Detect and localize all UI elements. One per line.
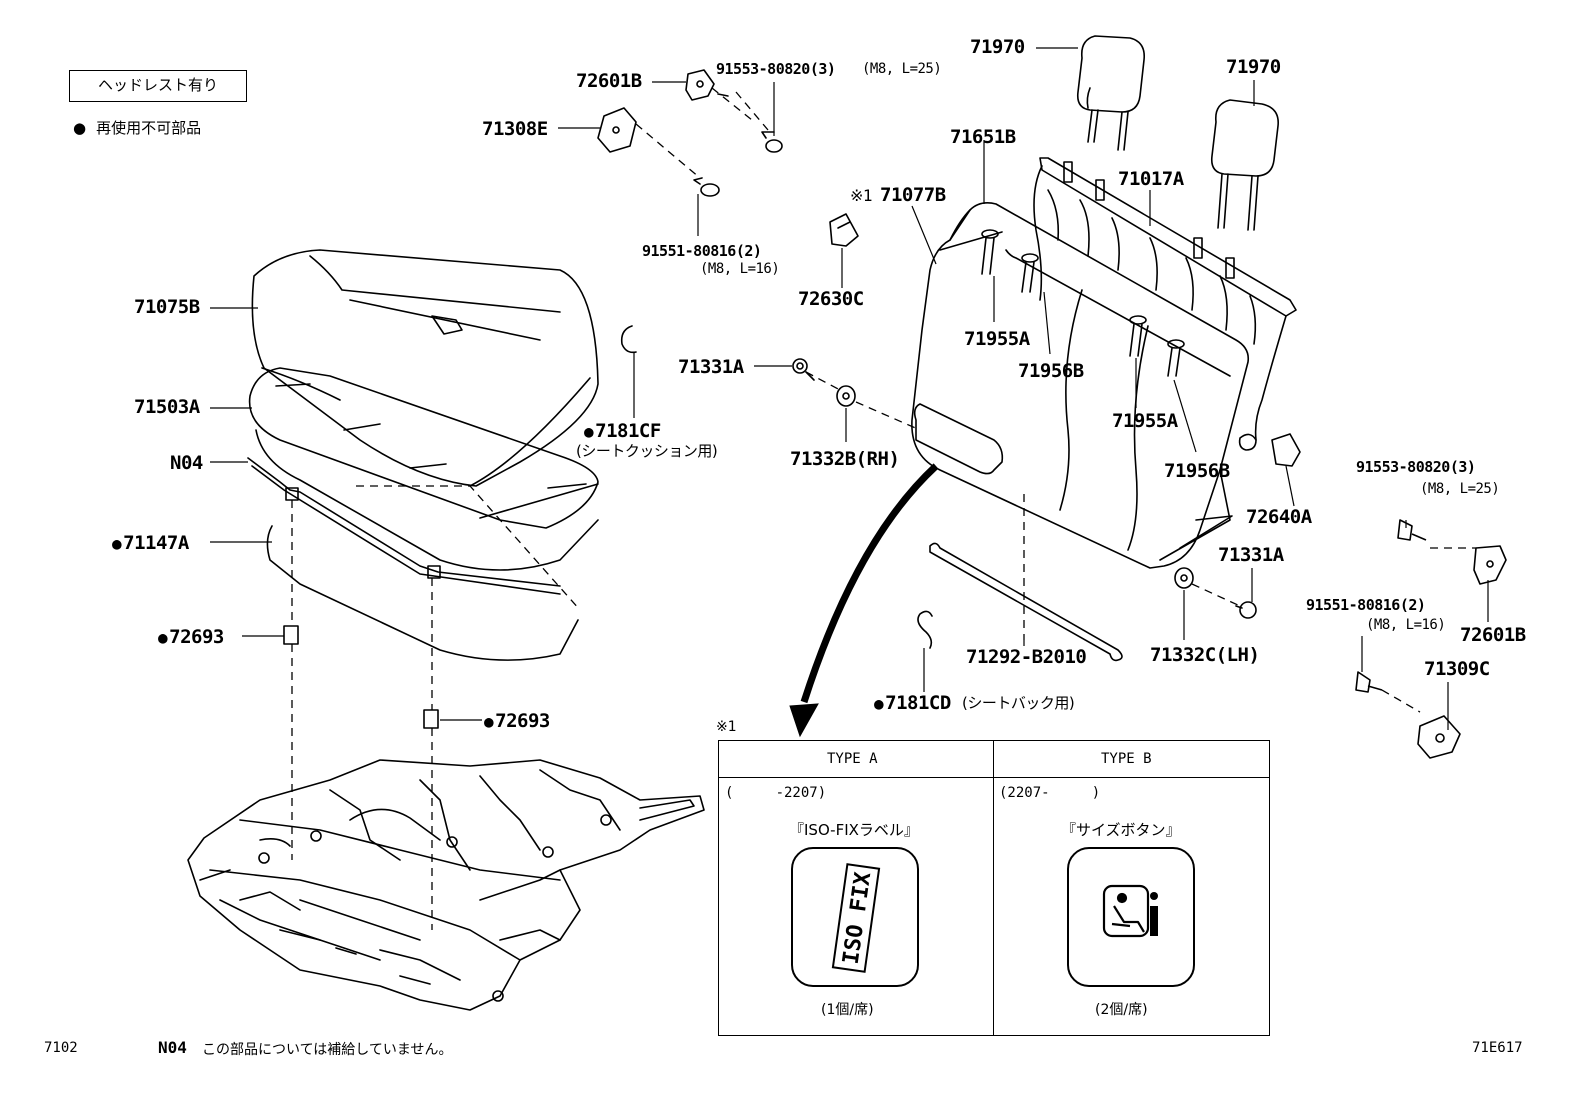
part-71332B[interactable]: 71332B(RH): [790, 448, 900, 470]
part-71147A[interactable]: 71147A: [112, 534, 189, 553]
type-a-range: ( -2207): [725, 785, 827, 801]
type-b-range: (2207- ): [999, 785, 1101, 801]
clip-7181CF-drawing: [620, 325, 637, 354]
type-b-badge: [1067, 847, 1195, 987]
cover-72640A-drawing: [1271, 433, 1301, 467]
part-71955A-1[interactable]: 71955A: [964, 328, 1030, 350]
part-7181CD[interactable]: 7181CD: [874, 694, 951, 713]
footer-note-text: この部品については補給していません。: [202, 1042, 453, 1058]
part-71970-left[interactable]: 71970: [970, 36, 1025, 58]
type-b-header: TYPE B: [1101, 751, 1152, 767]
legend-bullet: ●: [73, 119, 87, 137]
clip-72693-1-drawing: [283, 625, 299, 645]
cushion-frame-drawing: [247, 457, 579, 661]
seat-cushion-pad-drawing: [248, 367, 599, 571]
part-71955A-2[interactable]: 71955A: [1112, 410, 1178, 432]
part-71332C[interactable]: 71332C(LH): [1150, 644, 1260, 666]
table-note-mark: ※1: [716, 719, 737, 735]
part-72601B-top[interactable]: 72601B: [576, 70, 642, 92]
part-7181CF[interactable]: 7181CF: [584, 422, 661, 441]
child-seat-icon: [1102, 884, 1158, 938]
part-71331A-2[interactable]: 71331A: [1218, 544, 1284, 566]
type-a-name: 『ISO-FIXラベル』: [789, 821, 919, 839]
type-a-header: TYPE A: [827, 751, 878, 767]
part-7181CD-note: (シートバック用): [962, 694, 1075, 712]
page-code: 7102: [44, 1040, 78, 1056]
part-71503A[interactable]: 71503A: [134, 396, 200, 418]
seatback-cover-drawing: [911, 202, 1250, 569]
part-91551-right-spec: (M8, L=16): [1366, 617, 1446, 633]
legend-note-text: 再使用不可部品: [96, 119, 202, 137]
part-71308E[interactable]: 71308E: [482, 118, 548, 140]
part-91551-top-spec: (M8, L=16): [700, 261, 780, 277]
top-bracket-drawing: [597, 69, 783, 197]
part-72630C[interactable]: 72630C: [798, 288, 864, 310]
clip-72693-2-drawing: [423, 709, 439, 729]
headrest-left-drawing: [1076, 35, 1146, 151]
part-91553-top-spec: (M8, L=25): [862, 61, 942, 77]
part-71017A[interactable]: 71017A: [1118, 168, 1184, 190]
type-b-qty: (2個/席): [1095, 1002, 1148, 1018]
footer-note-code: N04: [158, 1038, 187, 1057]
part-72601B-right[interactable]: 72601B: [1460, 624, 1526, 646]
type-table: TYPE A TYPE B ( -2207) (2207- ) 『ISO-FIX…: [718, 740, 1270, 1036]
part-91553-top[interactable]: 91553-80820(3): [716, 60, 836, 78]
part-91553-right[interactable]: 91553-80820(3): [1356, 458, 1476, 476]
floor-pan-drawing: [187, 759, 705, 1011]
headrest-right-drawing: [1210, 99, 1279, 231]
part-71956B-1[interactable]: 71956B: [1018, 360, 1084, 382]
clip-7181CD-drawing: [917, 610, 933, 649]
part-91553-right-spec: (M8, L=25): [1420, 481, 1500, 497]
wire-71292-drawing: [929, 542, 1123, 662]
type-a-qty: (1個/席): [821, 1002, 874, 1018]
pivot-left-drawing: [792, 358, 856, 407]
part-71292-B2010[interactable]: 71292-B2010: [966, 646, 1087, 668]
part-71309C[interactable]: 71309C: [1424, 658, 1490, 680]
part-72693-2[interactable]: 72693: [484, 712, 550, 731]
part-71077B-mark: ※1: [850, 186, 873, 205]
seat-cushion-cover-drawing: [251, 249, 599, 487]
part-71651B[interactable]: 71651B: [950, 126, 1016, 148]
part-71075B[interactable]: 71075B: [134, 296, 200, 318]
part-N04[interactable]: N04: [170, 452, 203, 474]
seatback-frame-drawing: [1033, 157, 1297, 451]
part-91551-right[interactable]: 91551-80816(2): [1306, 596, 1426, 614]
part-72640A[interactable]: 72640A: [1246, 506, 1312, 528]
figure-id: 71E617: [1472, 1040, 1523, 1056]
seatback-bolts-drawing: [981, 229, 1185, 377]
legend-headrest-box: ヘッドレスト有り: [69, 70, 247, 102]
type-a-badge: [791, 847, 919, 987]
part-71956B-2[interactable]: 71956B: [1164, 460, 1230, 482]
pivot-right-drawing: [1174, 567, 1257, 619]
part-71331A-1[interactable]: 71331A: [678, 356, 744, 378]
part-72693-1[interactable]: 72693: [158, 628, 224, 647]
part-71077B[interactable]: 71077B: [880, 184, 946, 206]
detail-arrow: [789, 463, 939, 738]
part-7181CF-note: (シートクッション用): [576, 442, 718, 460]
part-91551-top[interactable]: 91551-80816(2): [642, 242, 762, 260]
legend-non-reusable-note: ● 再使用不可部品: [73, 117, 201, 138]
type-b-name: 『サイズボタン』: [1061, 821, 1181, 839]
part-71970-right[interactable]: 71970: [1226, 56, 1281, 78]
clip-72630C-drawing: [829, 213, 859, 247]
